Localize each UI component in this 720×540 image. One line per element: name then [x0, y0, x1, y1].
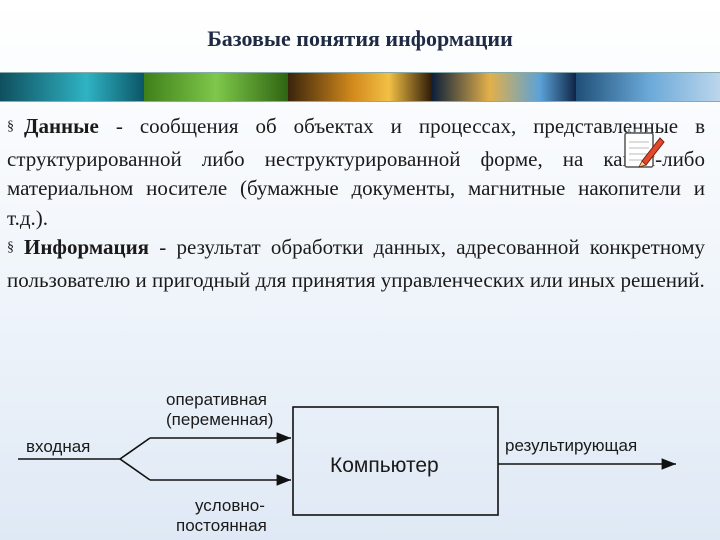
bullet-data: § Данные - сообщения об объектах и процес…	[7, 112, 705, 233]
term-information: Информация	[24, 235, 150, 259]
label-conditional: условно-	[195, 496, 265, 515]
bullet-information: § Информация - результат обработки данных…	[7, 233, 705, 295]
definition-information: - результат обработки данных, адресованн…	[7, 235, 705, 292]
label-computer: Компьютер	[330, 454, 439, 477]
banner-photo-2	[144, 73, 288, 101]
label-output: результирующая	[505, 436, 637, 455]
label-input: входная	[26, 437, 90, 456]
term-data: Данные	[24, 114, 99, 138]
bullet-marker: §	[7, 119, 14, 134]
notepad-pencil-icon	[624, 129, 665, 168]
banner-photo-5	[576, 73, 720, 101]
page-title: Базовые понятия информации	[207, 26, 513, 51]
data-flow-diagram: входная оперативная (переменная) Компьют…	[18, 390, 676, 535]
computer-box	[292, 406, 499, 516]
branch-down	[119, 458, 151, 481]
definition-data: - сообщения об объектах и процессах, пре…	[7, 114, 705, 230]
header-photo-banner	[0, 72, 720, 102]
label-constant: постоянная	[176, 516, 267, 535]
banner-photo-1	[0, 73, 144, 101]
banner-photo-3	[288, 73, 432, 101]
bullet-marker: §	[7, 240, 14, 255]
banner-photo-4	[432, 73, 576, 101]
label-operative: оперативная	[166, 390, 267, 409]
definitions-text: § Данные - сообщения об объектах и процес…	[7, 112, 705, 295]
branch-up	[119, 437, 151, 460]
label-variable: (переменная)	[166, 410, 273, 429]
